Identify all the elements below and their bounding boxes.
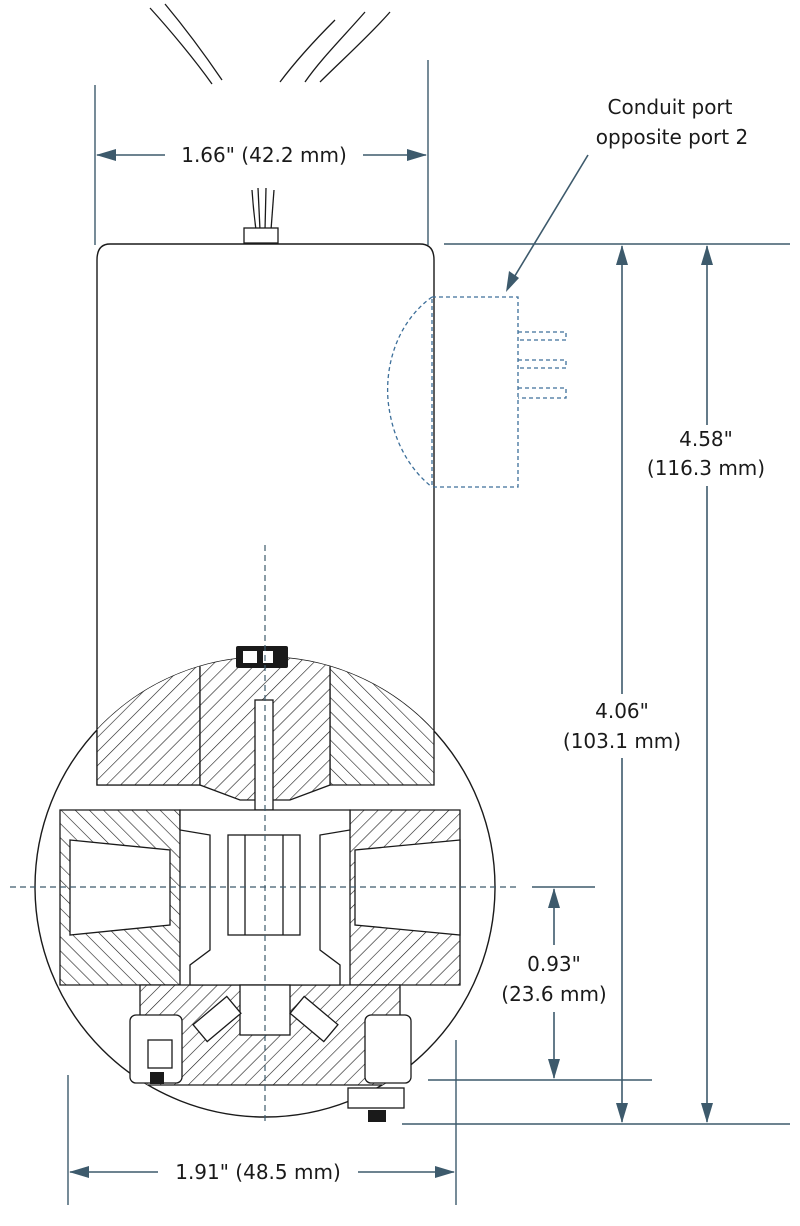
conduit-callout-line-1: Conduit port [608, 95, 733, 119]
dim-height-overall-label-1: 4.58" [679, 427, 733, 451]
conduit-callout-line-2: opposite port 2 [596, 125, 748, 149]
dim-port-height-label-2: (23.6 mm) [501, 982, 606, 1006]
conduit-callout-leader [506, 154, 589, 292]
plunger [254, 699, 274, 811]
dim-width-bottom [69, 1166, 455, 1178]
dim-height-body-label-1: 4.06" [595, 699, 649, 723]
fitting-right [364, 1014, 412, 1084]
dim-height-body-label-2: (103.1 mm) [563, 729, 681, 753]
seal-left [192, 995, 242, 1043]
dim-port-height-label-1: 0.93" [527, 952, 581, 976]
seal-right [289, 995, 339, 1043]
port-2-bore [354, 839, 461, 936]
dim-width-bottom-label: 1.91" (48.5 mm) [175, 1160, 341, 1184]
conduit-port-hidden [386, 296, 567, 488]
dim-height-overall-label-2: (116.3 mm) [647, 456, 765, 480]
dim-width-top-label: 1.66" (42.2 mm) [181, 143, 347, 167]
dim-height-body [616, 245, 628, 1123]
dim-width-top [96, 149, 427, 161]
lead-wires [149, 3, 391, 244]
extension-lines [67, 60, 790, 1205]
dim-height-overall [701, 245, 713, 1123]
dim-port-height [548, 888, 560, 1079]
